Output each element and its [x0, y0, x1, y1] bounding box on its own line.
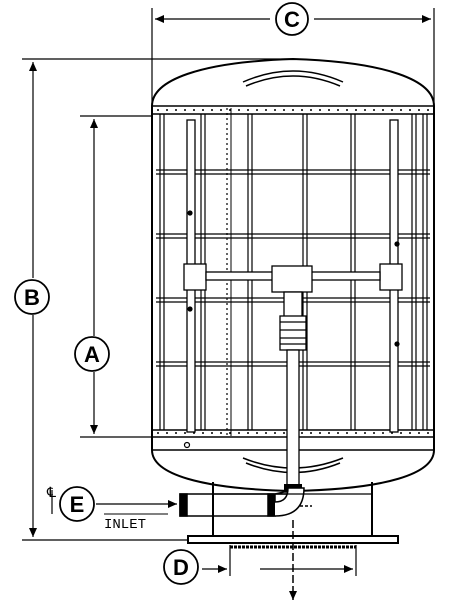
top-seam-band — [152, 105, 434, 115]
lifting-lug-top — [242, 70, 344, 87]
rivet — [256, 432, 258, 434]
rivet — [427, 109, 429, 111]
dimension-c — [151, 8, 435, 102]
callout-b: B — [14, 279, 50, 315]
rivet — [157, 432, 159, 434]
dimension-d — [202, 545, 357, 576]
rivet — [328, 109, 330, 111]
rivet — [247, 109, 249, 111]
rivet — [337, 432, 339, 434]
rivet — [265, 432, 267, 434]
callout-d: D — [163, 549, 199, 585]
rivet — [211, 432, 213, 434]
rivet — [418, 432, 420, 434]
rivet — [274, 432, 276, 434]
rivet — [283, 432, 285, 434]
rivet — [382, 432, 384, 434]
rivet — [400, 432, 402, 434]
rivet — [301, 432, 303, 434]
rivet — [175, 432, 177, 434]
rivet — [355, 432, 357, 434]
rivet — [202, 432, 204, 434]
rivet — [292, 109, 294, 111]
rivet — [184, 109, 186, 111]
seam-rivets — [157, 109, 429, 434]
lateral-dots — [187, 210, 400, 347]
callout-e-label: E — [70, 492, 85, 517]
callout-c-label: C — [284, 7, 300, 32]
rivet — [220, 432, 222, 434]
rivet — [409, 432, 411, 434]
rivet — [373, 432, 375, 434]
rivet — [337, 109, 339, 111]
rivet — [166, 432, 168, 434]
rivet — [310, 432, 312, 434]
rivet — [328, 432, 330, 434]
centerline-symbol: ℄ — [46, 485, 56, 501]
internal-grid — [156, 108, 430, 436]
rivet — [175, 109, 177, 111]
rivet — [346, 432, 348, 434]
callout-a-label: A — [84, 342, 100, 367]
rivet — [400, 109, 402, 111]
rivet — [238, 432, 240, 434]
rivet — [265, 109, 267, 111]
rivet — [274, 109, 276, 111]
rivet — [319, 432, 321, 434]
rivet — [301, 109, 303, 111]
rivet — [382, 109, 384, 111]
rivet — [427, 432, 429, 434]
rivet — [319, 109, 321, 111]
rivet — [391, 109, 393, 111]
header-pipe — [205, 265, 381, 293]
rivet — [157, 109, 159, 111]
rivet — [409, 109, 411, 111]
rivet — [247, 432, 249, 434]
rivet — [283, 109, 285, 111]
rivet — [211, 109, 213, 111]
rivet — [364, 109, 366, 111]
rivet — [310, 109, 312, 111]
right-lateral — [379, 119, 403, 433]
rivet — [346, 109, 348, 111]
callout-a: A — [74, 336, 110, 372]
top-dome — [151, 57, 435, 107]
rivet — [256, 109, 258, 111]
callout-d-label: D — [173, 555, 189, 580]
inlet-pipe — [179, 487, 312, 517]
rivet — [184, 432, 186, 434]
rivet — [364, 432, 366, 434]
rivet — [193, 109, 195, 111]
rivet — [418, 109, 420, 111]
rivet — [220, 109, 222, 111]
rivet — [238, 109, 240, 111]
dimension-e — [51, 490, 177, 515]
left-lateral — [183, 119, 207, 433]
callout-e: E — [59, 486, 95, 522]
callout-c: C — [275, 2, 309, 36]
center-riser — [279, 291, 307, 487]
dimension-b — [22, 58, 293, 541]
rivet — [373, 109, 375, 111]
callout-b-label: B — [24, 285, 40, 310]
inlet-label: INLET — [104, 517, 146, 533]
rivet — [355, 109, 357, 111]
dimension-a — [80, 115, 152, 438]
rivet — [202, 109, 204, 111]
drain-port — [183, 441, 191, 449]
rivet — [166, 109, 168, 111]
